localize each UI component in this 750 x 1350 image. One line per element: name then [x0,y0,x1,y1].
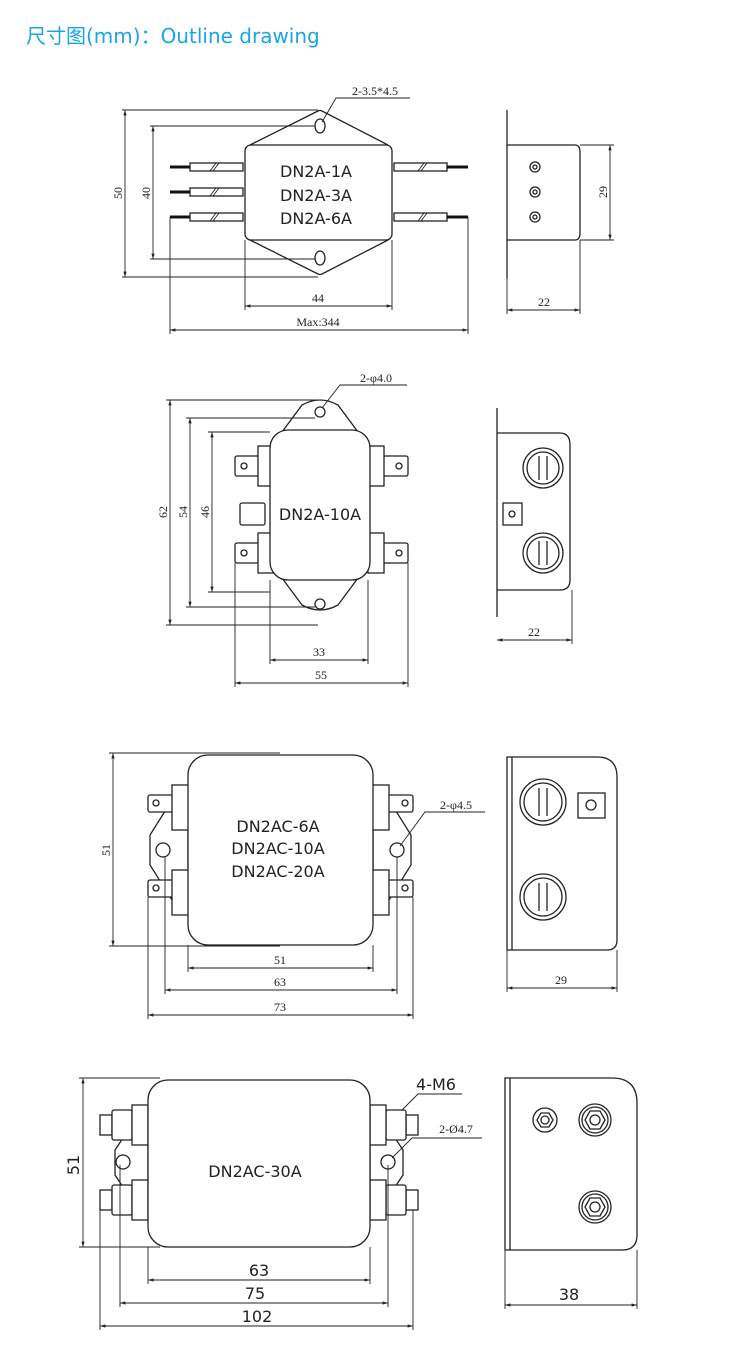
side-view: 22 [496,408,573,644]
mount-hole [115,1154,131,1170]
dim-height-holes: 40 [139,187,153,199]
page-title: 尺寸图(mm)：Outline drawing [26,24,320,48]
dim-side-depth: 29 [555,973,567,987]
side-view: 29 [506,756,618,992]
hex-nut-icon [532,1103,612,1224]
drawing-dn2ac-6a-20a: DN2AC-6A DN2AC-10A DN2AC-20A 51 51 63 73… [99,752,618,1019]
drawing-dn2ac-30a: DN2AC-30A 51 63 75 102 4-M6 2-Ø4.7 38 [64,1075,638,1330]
dim-max-length: Max:344 [296,315,339,329]
dim-side-depth: 38 [559,1285,579,1304]
dim-height-holes: 54 [176,506,190,518]
drawing-dn2a-1a-6a: DN2A-1A DN2A-3A DN2A-6A 50 40 44 Max:344… [111,84,614,334]
model-label: DN2A-1A [280,162,352,181]
model-label: DN2AC-20A [231,862,324,881]
terminal-icon [529,161,541,223]
dim-height-total: 62 [156,506,170,518]
dim-side-depth: 22 [538,295,550,309]
dim-height-tabs: 46 [198,506,212,518]
dim-height-total: 50 [111,187,125,199]
front-view: DN2A-10A 62 54 46 33 55 2-φ4.0 [156,371,409,687]
front-view: DN2A-1A DN2A-3A DN2A-6A 50 40 44 Max:344… [111,84,469,334]
hole-note: 2-Ø4.7 [439,1122,473,1136]
mount-hole [314,406,326,418]
dim-total-width: 102 [242,1307,273,1326]
model-label: DN2A-3A [280,186,352,205]
hole-note: 2-3.5*4.5 [352,84,398,98]
model-label: DN2AC-30A [208,1162,301,1181]
mount-hole [155,842,171,858]
dim-side-depth: 22 [528,625,540,639]
side-view: 29 22 [506,110,614,314]
dim-tab-width: 55 [315,668,327,682]
model-label: DN2A-6A [280,209,352,228]
mount-hole [314,118,326,134]
hole-note: 2-φ4.5 [440,798,472,812]
dim-body-width: 44 [312,291,324,305]
dim-body-width: 63 [249,1261,269,1280]
fuse-holder-icon [519,778,567,921]
stud-note: 4-M6 [416,1075,456,1094]
dim-hole-span: 63 [274,975,286,989]
dim-side-height: 29 [596,186,610,198]
hole-note: 2-φ4.0 [360,371,392,385]
model-label: DN2A-10A [279,505,361,524]
wires [170,162,468,222]
dim-height: 51 [64,1155,83,1175]
mount-hole [314,598,326,610]
dim-body-width: 51 [274,953,286,967]
dim-height: 51 [99,844,113,856]
model-label: DN2AC-6A [236,817,319,836]
fuse-holder-icon [522,447,564,574]
side-view: 38 [504,1077,638,1309]
front-view: DN2AC-6A DN2AC-10A DN2AC-20A 51 51 63 73… [99,752,485,1019]
mount-hole [314,250,326,266]
dim-hole-span: 75 [245,1284,265,1303]
model-label: DN2AC-10A [231,839,324,858]
front-view: DN2AC-30A 51 63 75 102 4-M6 2-Ø4.7 [64,1075,482,1330]
drawing-dn2a-10a: DN2A-10A 62 54 46 33 55 2-φ4.0 2 [156,371,573,687]
dim-total-width: 73 [274,1000,286,1014]
dim-body-width: 33 [313,645,325,659]
